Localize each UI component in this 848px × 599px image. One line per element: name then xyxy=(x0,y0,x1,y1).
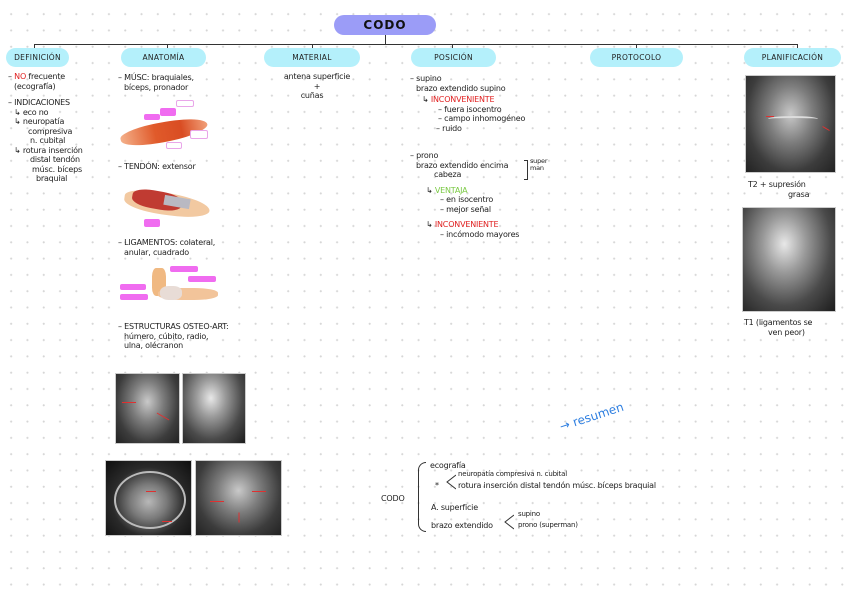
connector-posicion xyxy=(452,44,453,50)
connector-planificacion xyxy=(797,44,798,50)
anatomia-tendon: – TENDÓN: extensor xyxy=(118,162,196,171)
indicacion-item: ↳ rotura inserción xyxy=(14,145,83,155)
connector-horizontal xyxy=(34,44,798,45)
header-material: MATERIAL xyxy=(264,48,360,67)
material-plus: + xyxy=(313,81,321,91)
indicacion-item: n. cubital xyxy=(30,136,66,145)
header-posicion: POSICIÓN xyxy=(411,48,496,67)
superman-label: super man xyxy=(530,157,548,172)
connector-trunk xyxy=(385,35,386,44)
indicacion-item: distal tendón xyxy=(30,155,80,164)
resumen-brazo: brazo extendido xyxy=(431,521,493,530)
prono-ventaja: ↳ VENTAJA xyxy=(426,185,468,195)
mri-sagittal-image xyxy=(195,460,282,536)
header-anatomia: ANATOMÍA xyxy=(121,48,206,67)
supino-inconveniente-item: – campo inhomogéneo xyxy=(438,114,526,123)
connector-protocolo xyxy=(636,44,637,50)
anatomia-ligamentos: – LIGAMENTOS: colateral, anular, cuadrad… xyxy=(118,238,216,257)
posicion-prono: – prono xyxy=(410,151,439,160)
resumen-label: → resumen xyxy=(557,399,626,434)
resumen-eco-item: neuropatía compresiva n. cubital xyxy=(458,470,567,478)
page-title: CODO xyxy=(334,15,436,35)
resumen-eco-item: rotura inserción distal tendón músc. bíc… xyxy=(458,481,656,490)
supino-inconveniente-item: – fuera isocentro xyxy=(438,104,502,114)
forearm-tendon-illustration xyxy=(120,175,216,230)
anatomia-musculos: – MÚSC: braquiales, bíceps, pronador xyxy=(118,73,194,92)
no-highlight: NO xyxy=(14,72,27,81)
definicion-frecuencia: – NO frecuente xyxy=(8,72,65,81)
planning-t2-caption: T2 + supresión grasa xyxy=(748,180,810,199)
indicacion-item: ↳ neuropatía xyxy=(14,117,65,126)
header-planificacion: PLANIFICACIÓN xyxy=(744,48,841,67)
connector-anatomia xyxy=(167,44,168,50)
planning-t1-caption: T1 (ligamentos se ven peor) xyxy=(744,318,813,337)
ligaments-illustration xyxy=(118,264,226,310)
resumen-brazo-item: supino xyxy=(518,510,540,518)
material-antena: antena superficie xyxy=(283,72,351,81)
mri-coronal-t1-image xyxy=(182,373,246,444)
mri-axial-image xyxy=(105,460,192,536)
definicion-ecografia: (ecografía) xyxy=(14,81,56,91)
planning-t1-image xyxy=(742,207,836,312)
connector-definicion xyxy=(34,44,35,50)
definicion-section: – NO frecuente (ecografía) – INDICACIONE… xyxy=(8,72,83,184)
posicion-supino-desc: brazo extendido supino xyxy=(416,83,506,93)
prono-inconveniente: ↳ INCONVENIENTE xyxy=(426,220,499,229)
indicacion-item: músc. bíceps xyxy=(32,164,82,174)
resumen-brazo-branch xyxy=(504,514,515,530)
posicion-prono-desc: brazo extendido encima xyxy=(416,160,509,170)
posicion-supino: – supino xyxy=(410,74,442,83)
indicacion-item: compresiva xyxy=(28,126,73,136)
resumen-ecografia: ecografía xyxy=(430,461,466,470)
material-section: antena superficie + cuñas xyxy=(272,72,362,101)
posicion-supino-section: – supino brazo extendido supino ↳ INCONV… xyxy=(410,74,525,133)
header-protocolo: PROTOCOLO xyxy=(590,48,683,67)
arm-muscles-illustration xyxy=(118,100,210,152)
header-definicion: DEFINICIÓN xyxy=(6,48,69,67)
resumen-antena: A. superficie xyxy=(431,503,478,512)
resumen-codo: CODO xyxy=(381,494,405,503)
indicacion-item: braquial xyxy=(36,174,68,183)
resumen-eco-branch xyxy=(446,474,457,490)
superman-bracket xyxy=(524,160,528,180)
resumen-brace xyxy=(418,462,426,532)
ventaja-item: – en isocentro xyxy=(440,195,494,204)
indicacion-item: ↳ eco no xyxy=(14,107,49,117)
resumen-star: * xyxy=(435,481,439,490)
resumen-brazo-item: prono (superman) xyxy=(518,521,578,529)
prono-inconveniente-item: – incómodo mayores xyxy=(440,229,520,239)
planning-t2-fat-sat-image xyxy=(745,75,836,173)
supino-inconveniente: ↳ INCONVENIENTE xyxy=(422,95,495,104)
indicaciones-label: – INDICACIONES xyxy=(8,98,70,107)
supino-inconveniente-item: – ruido xyxy=(436,123,462,133)
mri-coronal-t2-image xyxy=(115,373,180,444)
connector-material xyxy=(312,44,313,50)
material-cunas: cuñas xyxy=(300,91,324,100)
anatomia-estructuras: – ESTRUCTURAS OSTEO-ART: húmero, cúbito,… xyxy=(118,322,229,350)
ventaja-item: – mejor señal xyxy=(440,204,491,214)
posicion-prono-section: – prono brazo extendido encima cabeza ↳ … xyxy=(410,151,519,239)
posicion-prono-desc-2: cabeza xyxy=(434,170,462,179)
